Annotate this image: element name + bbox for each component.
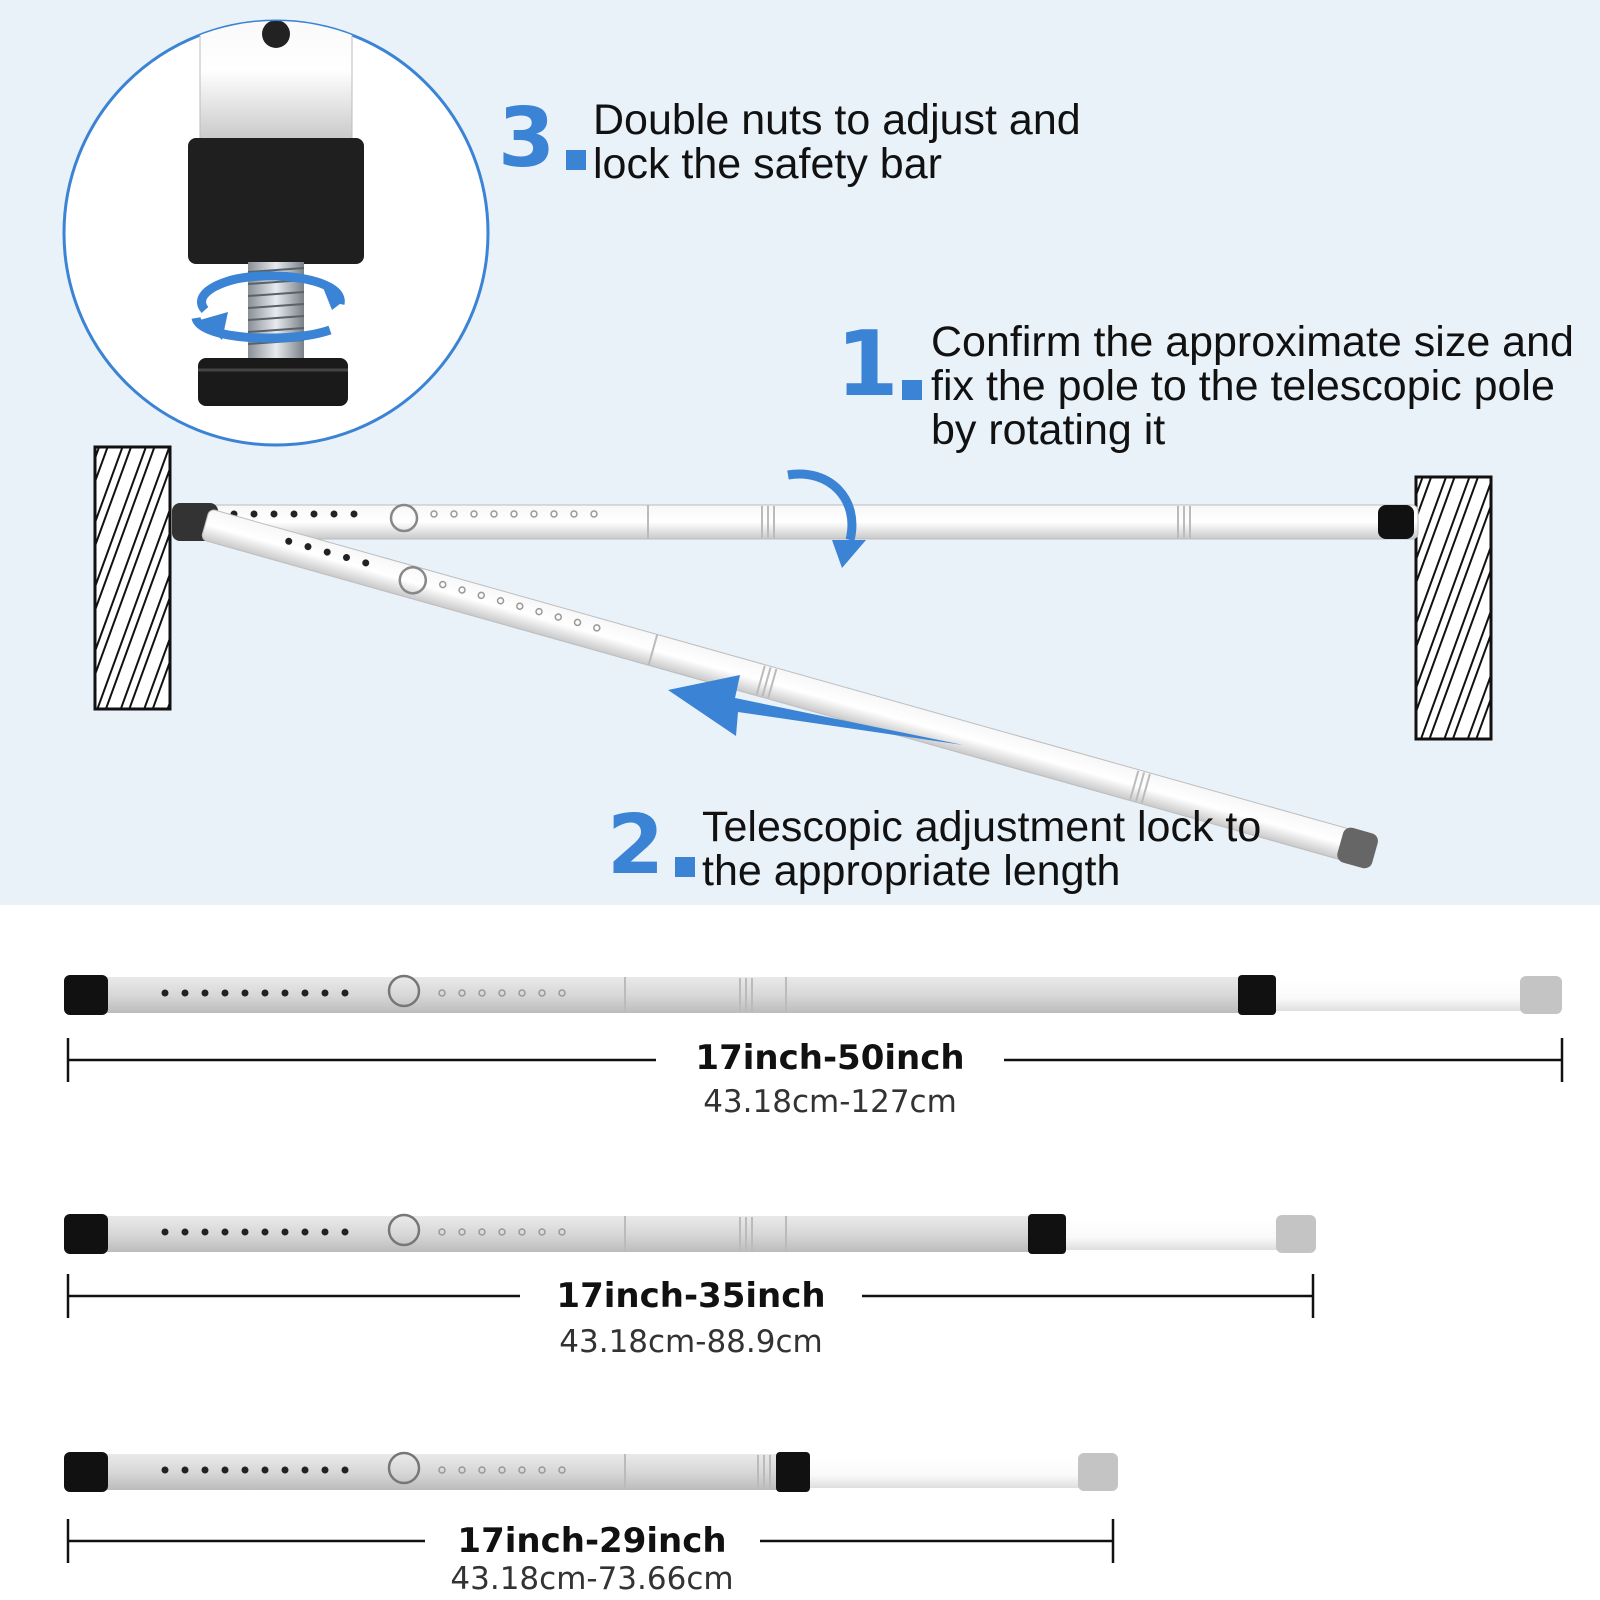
step-number: 1: [836, 312, 899, 417]
nut-detail-circle: [62, 19, 490, 447]
left-wall: [93, 445, 172, 711]
size-panel: [0, 905, 1600, 1600]
size-label-50: 17inch-50inch 43.18cm-127cm: [664, 1038, 996, 1122]
right-wall: [1414, 475, 1493, 741]
step-bullet: [566, 150, 586, 170]
size-inch: 17inch-29inch: [457, 1521, 727, 1561]
step-number: 2: [607, 798, 665, 893]
size-label-29: 17inch-29inch 43.18cm-73.66cm: [432, 1521, 752, 1599]
size-cm: 43.18cm-88.9cm: [559, 1324, 823, 1360]
step-bullet: [675, 857, 695, 877]
size-inch: 17inch-50inch: [695, 1038, 965, 1078]
sliding-pole: [201, 509, 1378, 869]
step-bullet: [902, 380, 922, 400]
step-text: Telescopic adjustment lock to the approp…: [702, 803, 1262, 895]
step-number: 3: [498, 91, 556, 186]
rotate-arrow-icon: [191, 271, 345, 343]
slide-arrow-icon: [668, 675, 963, 745]
installed-pole: [172, 503, 1419, 541]
size-cm: 43.18cm-127cm: [703, 1084, 957, 1120]
rotate-arrow-icon: [787, 469, 866, 568]
step-text: Double nuts to adjust and lock the safet…: [593, 96, 1081, 188]
size-label-35: 17inch-35inch 43.18cm-88.9cm: [528, 1276, 854, 1362]
size-cm: 43.18cm-73.66cm: [450, 1561, 734, 1597]
installation-illustration: [62, 19, 1493, 869]
step-text: Confirm the approximate size and fix the…: [931, 318, 1574, 454]
size-inch: 17inch-35inch: [556, 1276, 826, 1316]
